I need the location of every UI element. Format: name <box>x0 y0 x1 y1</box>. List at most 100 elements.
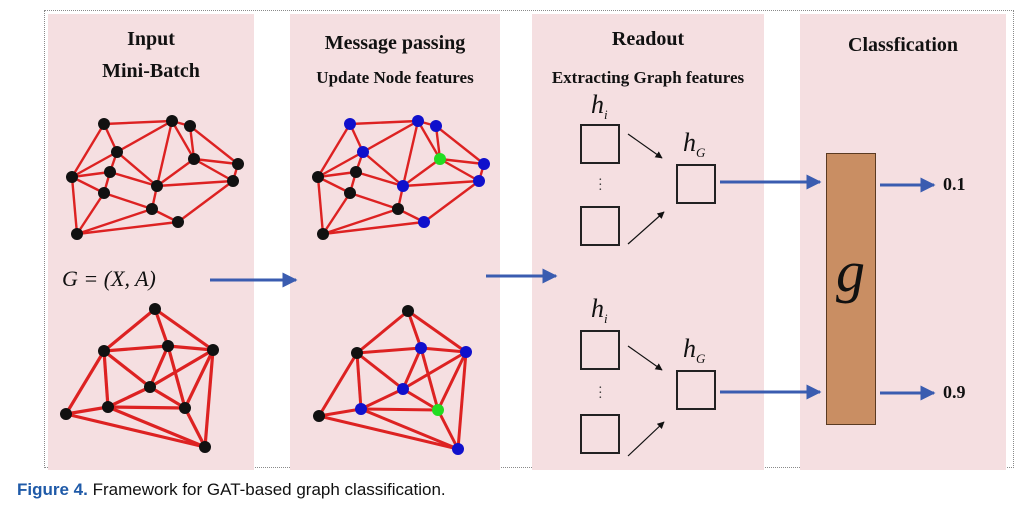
graph-node <box>412 115 424 127</box>
graph-node <box>350 166 362 178</box>
graph-node <box>166 115 178 127</box>
graph-edge <box>419 347 440 411</box>
graph-edge <box>183 407 207 448</box>
graph-edge <box>76 207 153 236</box>
graph-edge <box>407 309 467 354</box>
graph-node <box>207 344 219 356</box>
graph-edge <box>416 120 442 160</box>
graph-edge <box>356 309 409 355</box>
graph-edge <box>435 125 485 165</box>
graph-node <box>98 118 110 130</box>
node-feature-label-bottom: hi <box>591 294 608 327</box>
graph-edge <box>318 407 362 418</box>
caption-text: Framework for GAT-based graph classifica… <box>92 480 446 499</box>
graph-feature-label-top: hG <box>683 128 706 161</box>
graph-edge <box>322 220 425 236</box>
graph-edge <box>109 170 158 188</box>
graph-edge <box>103 349 151 389</box>
ellipsis-bottom: ··· <box>598 381 603 406</box>
graph-node <box>432 404 444 416</box>
graph-node <box>434 153 446 165</box>
top-hi-to-hg-arrow-1 <box>627 133 663 159</box>
readout-title: Readout <box>611 28 685 50</box>
message-graph-bottom <box>313 305 472 455</box>
graph-edge <box>401 347 423 390</box>
graph-edge <box>439 157 485 166</box>
graph-node <box>430 120 442 132</box>
graph-edge <box>317 170 357 179</box>
graph-node <box>146 203 158 215</box>
graph-edge <box>436 351 468 411</box>
graph-edge <box>70 176 79 235</box>
graph-node <box>473 175 485 187</box>
message-subtitle: Update Node features <box>316 68 474 87</box>
graph-edge <box>103 119 173 126</box>
graph-edge <box>318 414 459 451</box>
graph-edge <box>406 310 423 349</box>
graph-feature-label-bottom: hG <box>683 334 706 367</box>
graph-edge <box>402 387 439 412</box>
input-graph-bottom <box>60 303 219 453</box>
top-hi-to-hg-arrow-2 <box>627 211 665 245</box>
ellipsis-top: ··· <box>598 173 603 198</box>
graph-edge <box>154 307 214 352</box>
graph-node <box>227 175 239 187</box>
bottom-hi-to-hg-arrow-1 <box>627 345 663 371</box>
graph-edge <box>423 180 480 223</box>
graph-edge <box>107 405 206 449</box>
graph-edge <box>360 407 459 451</box>
graph-edge <box>439 157 480 183</box>
graph-edge <box>149 385 186 410</box>
graph-node <box>162 340 174 352</box>
graph-edge <box>402 158 441 187</box>
graph-edge <box>183 349 215 409</box>
graph-edge <box>103 344 169 353</box>
input-panel <box>48 14 254 470</box>
graph-edge <box>362 151 404 187</box>
graph-node <box>351 347 363 359</box>
graph-edge <box>402 179 480 188</box>
graph-node <box>317 228 329 240</box>
diagram-frame <box>44 10 1014 468</box>
graph-node <box>452 443 464 455</box>
graph-edge <box>107 405 186 410</box>
graph-edge <box>401 120 420 187</box>
graph-node <box>184 120 196 132</box>
classification-title: Classfication <box>848 34 958 56</box>
graph-node <box>144 381 156 393</box>
graph-edge <box>148 345 170 388</box>
graph-node <box>418 216 430 228</box>
graph-edge <box>203 349 215 448</box>
graph-edge <box>193 157 239 166</box>
graph-edge <box>322 207 399 236</box>
graph-node <box>344 187 356 199</box>
graph-node <box>98 187 110 199</box>
graph-node <box>104 166 116 178</box>
graph-node <box>149 303 161 315</box>
graph-edge <box>65 405 109 416</box>
graph-edge <box>102 350 110 408</box>
graph-edge <box>116 119 173 154</box>
graph-node <box>98 345 110 357</box>
graph-node <box>392 203 404 215</box>
input-graph-top <box>66 115 244 240</box>
graph-edge <box>355 352 363 410</box>
graph-drawings <box>60 115 490 455</box>
graph-edge <box>436 409 460 450</box>
input-subtitle: Mini-Batch <box>102 60 200 82</box>
graph-node <box>71 228 83 240</box>
graph-node <box>397 180 409 192</box>
message-graph-top <box>312 115 490 240</box>
classifier-label: g <box>836 239 865 304</box>
node-feature-box-bottom-2 <box>580 414 620 454</box>
graph-edge <box>189 125 239 165</box>
graph-edge <box>64 350 106 415</box>
graph-edge <box>102 307 157 353</box>
graph-node <box>415 342 427 354</box>
graph-edge <box>317 352 359 417</box>
graph-edge <box>355 170 404 188</box>
graph-node <box>344 118 356 130</box>
graph-edge <box>156 179 234 188</box>
graph-edge <box>70 123 106 178</box>
